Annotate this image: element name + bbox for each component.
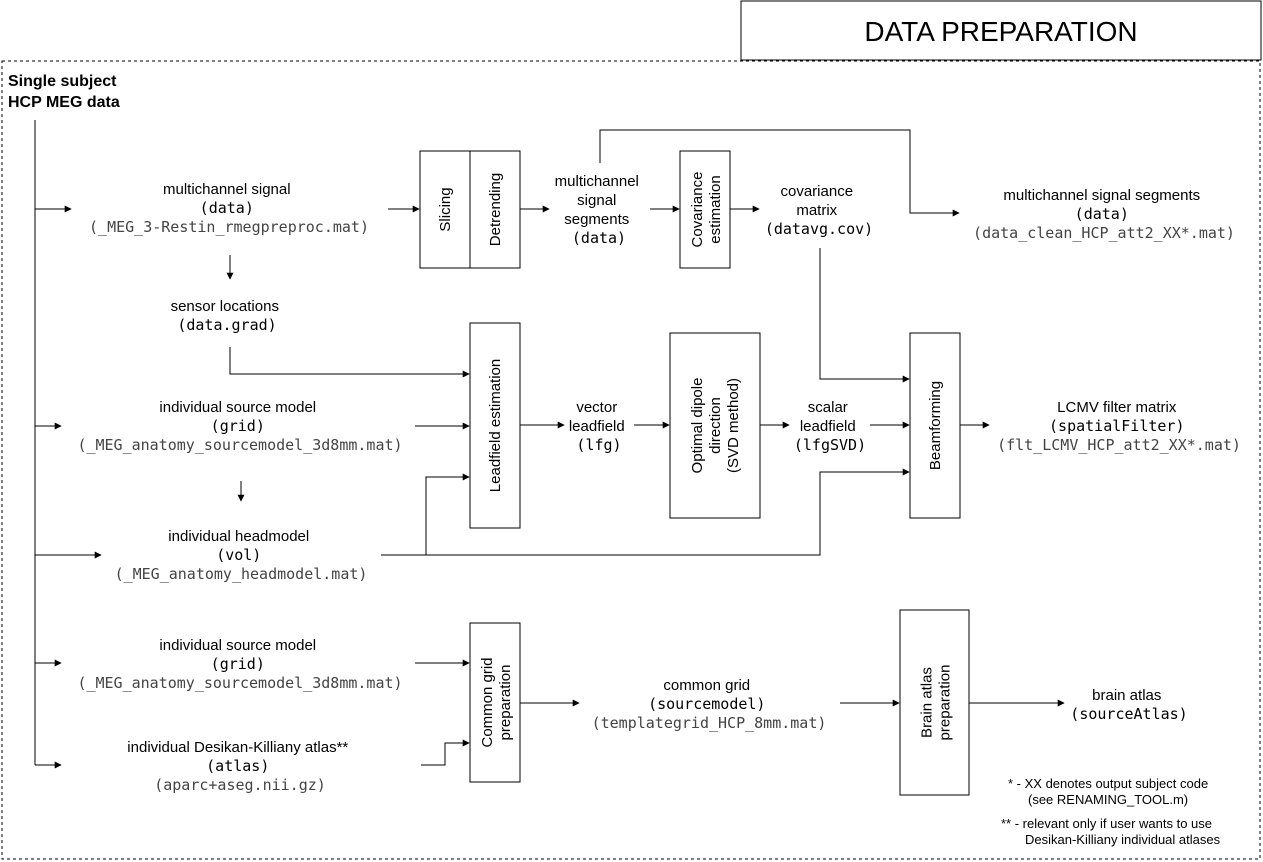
node-segments-output: multichannel signal segments (data) (dat… bbox=[973, 187, 1235, 242]
process-slicing-label: Slicing bbox=[437, 187, 454, 231]
process-dipole bbox=[669, 332, 761, 519]
diagram-title: DATA PREPARATION bbox=[864, 16, 1137, 47]
node-source-model-2: individual source model (grid) (_MEG_ana… bbox=[77, 637, 402, 692]
process-detrending-label: Detrending bbox=[487, 173, 504, 246]
process-grid-prep bbox=[469, 622, 521, 783]
footnote-xx: * - XX denotes output subject code(see R… bbox=[1008, 776, 1208, 807]
title-box bbox=[740, 0, 1262, 61]
process-beamforming-label: Beamforming bbox=[927, 381, 944, 470]
node-brain-atlas: brain atlas (sourceAtlas) bbox=[1070, 687, 1187, 723]
diagram-frame bbox=[1, 60, 1261, 860]
process-leadfield bbox=[469, 322, 521, 529]
node-sensor: sensor locations (data.grad) bbox=[171, 298, 284, 334]
process-dipole-label: Optimal dipoledirection(SVD method) bbox=[689, 378, 742, 474]
process-atlas-prep bbox=[899, 609, 970, 796]
node-scalar-leadfield: scalar leadfield (lfgSVD) bbox=[794, 399, 866, 454]
node-covariance: covariance matrix (datavg.cov) bbox=[765, 183, 873, 238]
node-segments: multichannel signal segments (data) bbox=[555, 173, 644, 247]
node-common-grid: common grid (sourcemodel) (templategrid_… bbox=[592, 677, 827, 732]
node-headmodel: individual headmodel (vol) (_MEG_anatomy… bbox=[115, 528, 368, 583]
node-lcmv: LCMV filter matrix (spatialFilter) (flt_… bbox=[997, 399, 1241, 454]
process-leadfield-label: Leadfield estimation bbox=[487, 359, 504, 492]
process-beamforming bbox=[909, 332, 961, 519]
process-atlas-prep-label: Brain atlaspreparation bbox=[919, 665, 954, 741]
process-covariance-label: Covarianceestimation bbox=[689, 172, 724, 248]
node-atlas: individual Desikan-Killiany atlas** (atl… bbox=[127, 739, 352, 794]
process-grid-prep-label: Common gridpreparation bbox=[479, 657, 514, 747]
node-source-model-1: individual source model (grid) (_MEG_ana… bbox=[77, 399, 402, 454]
process-covariance bbox=[679, 150, 731, 269]
node-signal: multichannel signal (data) (_MEG_3-Resti… bbox=[89, 181, 369, 236]
node-vector-leadfield: vector leadfield (lfg) bbox=[569, 399, 629, 454]
